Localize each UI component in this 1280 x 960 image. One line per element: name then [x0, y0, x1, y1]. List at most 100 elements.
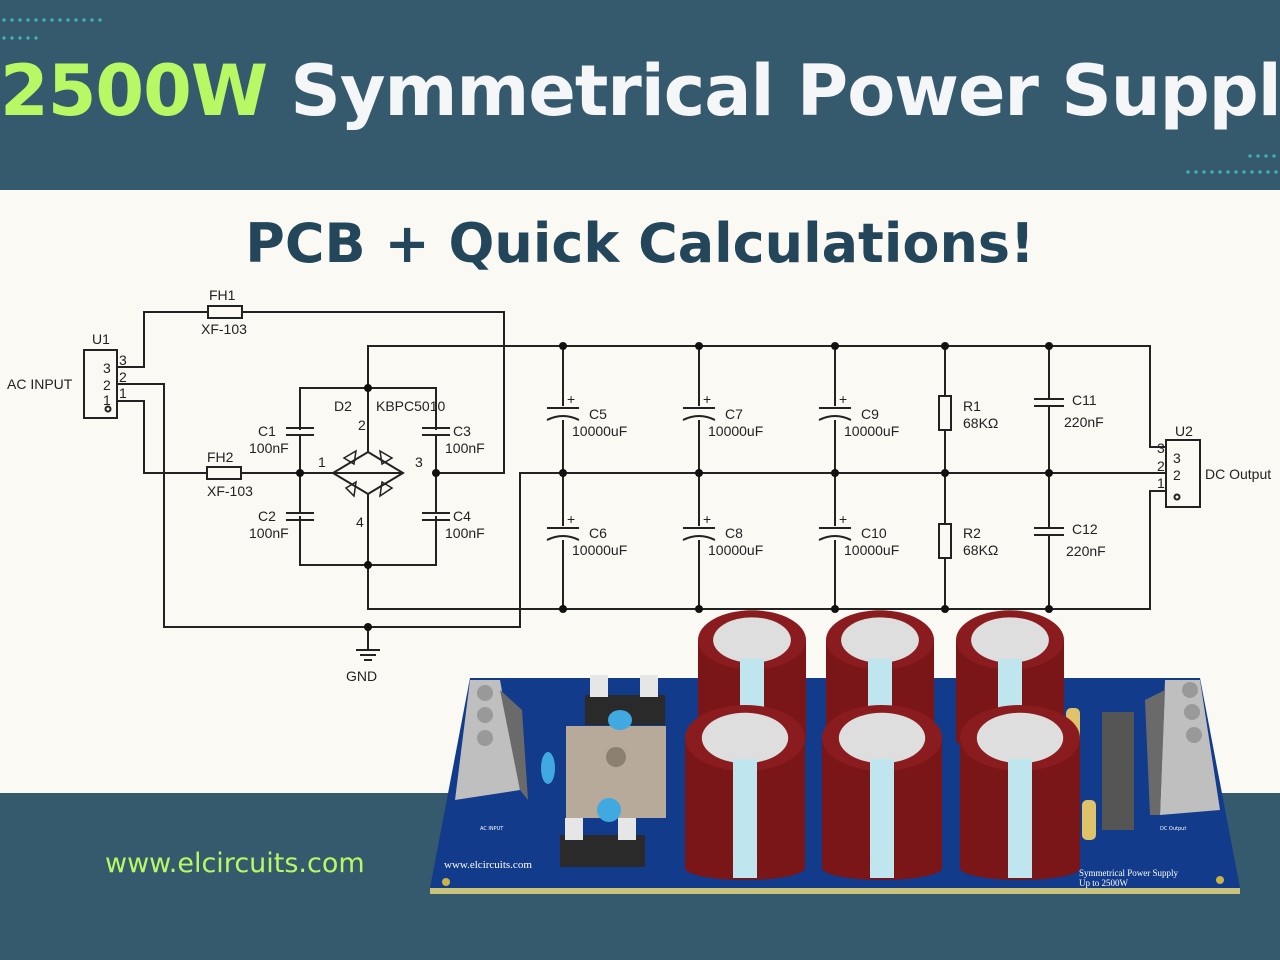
- junction-dot: [559, 469, 567, 477]
- u2-pin: 3: [1173, 450, 1181, 466]
- c3-ref: C3: [453, 423, 471, 439]
- resistor-r1: [938, 395, 952, 431]
- pcb-dc-label: DC Output: [1160, 826, 1186, 832]
- c12-ref: C12: [1072, 521, 1098, 537]
- electrolytic-cap-symbol: +: [682, 511, 716, 541]
- pin-marker: [1173, 493, 1181, 501]
- header-band: [0, 0, 1280, 190]
- junction-dot: [941, 342, 949, 350]
- c3-value: 100nF: [445, 440, 485, 456]
- d2-pin: 4: [356, 514, 364, 530]
- junction-dot: [831, 342, 839, 350]
- decorative-dots: [0, 36, 42, 40]
- c6-value: 10000uF: [572, 542, 627, 558]
- subtitle: PCB + Quick Calculations!: [245, 212, 1035, 275]
- decorative-dots: [0, 18, 104, 22]
- cap-c1-c4: [286, 427, 450, 521]
- c1-value: 100nF: [249, 440, 289, 456]
- c8-value: 10000uF: [708, 542, 763, 558]
- mounting-hole: [606, 747, 626, 767]
- fuse-holder: [560, 835, 645, 867]
- c10-ref: C10: [861, 525, 887, 541]
- junction-dot: [364, 623, 372, 631]
- junction-dot: [559, 605, 567, 613]
- r1-ref: R1: [963, 398, 981, 414]
- polarity-plus: +: [703, 511, 711, 527]
- mounting-hole: [1216, 876, 1224, 884]
- polarity-plus: +: [839, 511, 847, 527]
- u2-pin: 2: [1173, 467, 1181, 483]
- decorative-dots: [1184, 170, 1280, 174]
- d2-pin: 3: [415, 454, 423, 470]
- u1-label: AC INPUT: [7, 376, 73, 392]
- c7-ref: C7: [725, 406, 743, 422]
- ac-terminal-block: [455, 680, 528, 800]
- title-rest: Symmetrical Power Supply: [290, 50, 1280, 132]
- c1-ref: C1: [258, 423, 276, 439]
- u1-pin: 3: [119, 352, 127, 368]
- website-url: www.elcircuits.com: [105, 848, 365, 879]
- pcb-url: www.elcircuits.com: [444, 859, 532, 871]
- film-caps: [1034, 398, 1064, 536]
- u2-label: DC Output: [1205, 466, 1271, 482]
- r1-value: 68KΩ: [963, 415, 998, 431]
- junction-dot: [831, 469, 839, 477]
- polarity-plus: +: [567, 391, 575, 407]
- fh1-ref: FH1: [209, 287, 236, 303]
- fh2-value: XF-103: [207, 483, 253, 499]
- junction-dot: [559, 342, 567, 350]
- resistor: [1082, 800, 1096, 840]
- c10-value: 10000uF: [844, 542, 899, 558]
- d2-pin: 2: [358, 417, 366, 433]
- d2-pin: 1: [318, 454, 326, 470]
- u1-ref: U1: [92, 331, 110, 347]
- fuse-clip: [565, 818, 583, 840]
- polarity-plus: +: [703, 391, 711, 407]
- junction-dot: [1045, 605, 1053, 613]
- junction-dot: [695, 469, 703, 477]
- c9-value: 10000uF: [844, 423, 899, 439]
- mounting-hole: [442, 878, 450, 886]
- junction-dot: [831, 605, 839, 613]
- junction-dot: [432, 469, 440, 477]
- polarity-plus: +: [567, 511, 575, 527]
- c9-ref: C9: [861, 406, 879, 422]
- bridge-rectifier: [331, 449, 405, 498]
- u2-pin: 3: [1157, 440, 1165, 456]
- junction-dot: [695, 605, 703, 613]
- c8-ref: C8: [725, 525, 743, 541]
- d2-value: KBPC5010: [376, 398, 445, 414]
- u2-pin: 2: [1157, 458, 1165, 474]
- d2-ref: D2: [334, 398, 352, 414]
- u2-ref: U2: [1175, 423, 1193, 439]
- c11-ref: C11: [1072, 392, 1097, 408]
- junctions: [296, 342, 1053, 631]
- pcb-caption: Up to 2500W: [1079, 878, 1129, 888]
- electrolytic-cap-symbol: +: [818, 511, 852, 541]
- pcb-ac-label: AC INPUT: [480, 826, 504, 832]
- c5-value: 10000uF: [572, 423, 627, 439]
- fuse-clip: [590, 675, 608, 697]
- c2-ref: C2: [258, 508, 276, 524]
- fuse-fh2: [206, 466, 242, 480]
- fuse-fh1: [207, 305, 243, 319]
- junction-dot: [695, 342, 703, 350]
- resistor-r2: [938, 523, 952, 559]
- dc-terminal-block: [1145, 680, 1220, 815]
- u1-pin: 1: [103, 392, 111, 408]
- c12-value: 220nF: [1066, 543, 1106, 559]
- u2-connector: [1165, 439, 1201, 508]
- electrolytic-cap-symbol: +: [546, 511, 580, 541]
- electrolytic-cap-symbol: +: [546, 391, 580, 421]
- decorative-dots: [1246, 154, 1280, 158]
- pcb-edge: [430, 888, 1240, 894]
- fh2-ref: FH2: [207, 449, 234, 465]
- ceramic-cap: [608, 710, 632, 730]
- c5-ref: C5: [589, 406, 607, 422]
- junction-dot: [364, 384, 372, 392]
- fuse-clip: [618, 818, 636, 840]
- electrolytic-cap-symbol: +: [682, 391, 716, 421]
- pcb-caption: Symmetrical Power Supply: [1079, 868, 1178, 878]
- junction-dot: [941, 605, 949, 613]
